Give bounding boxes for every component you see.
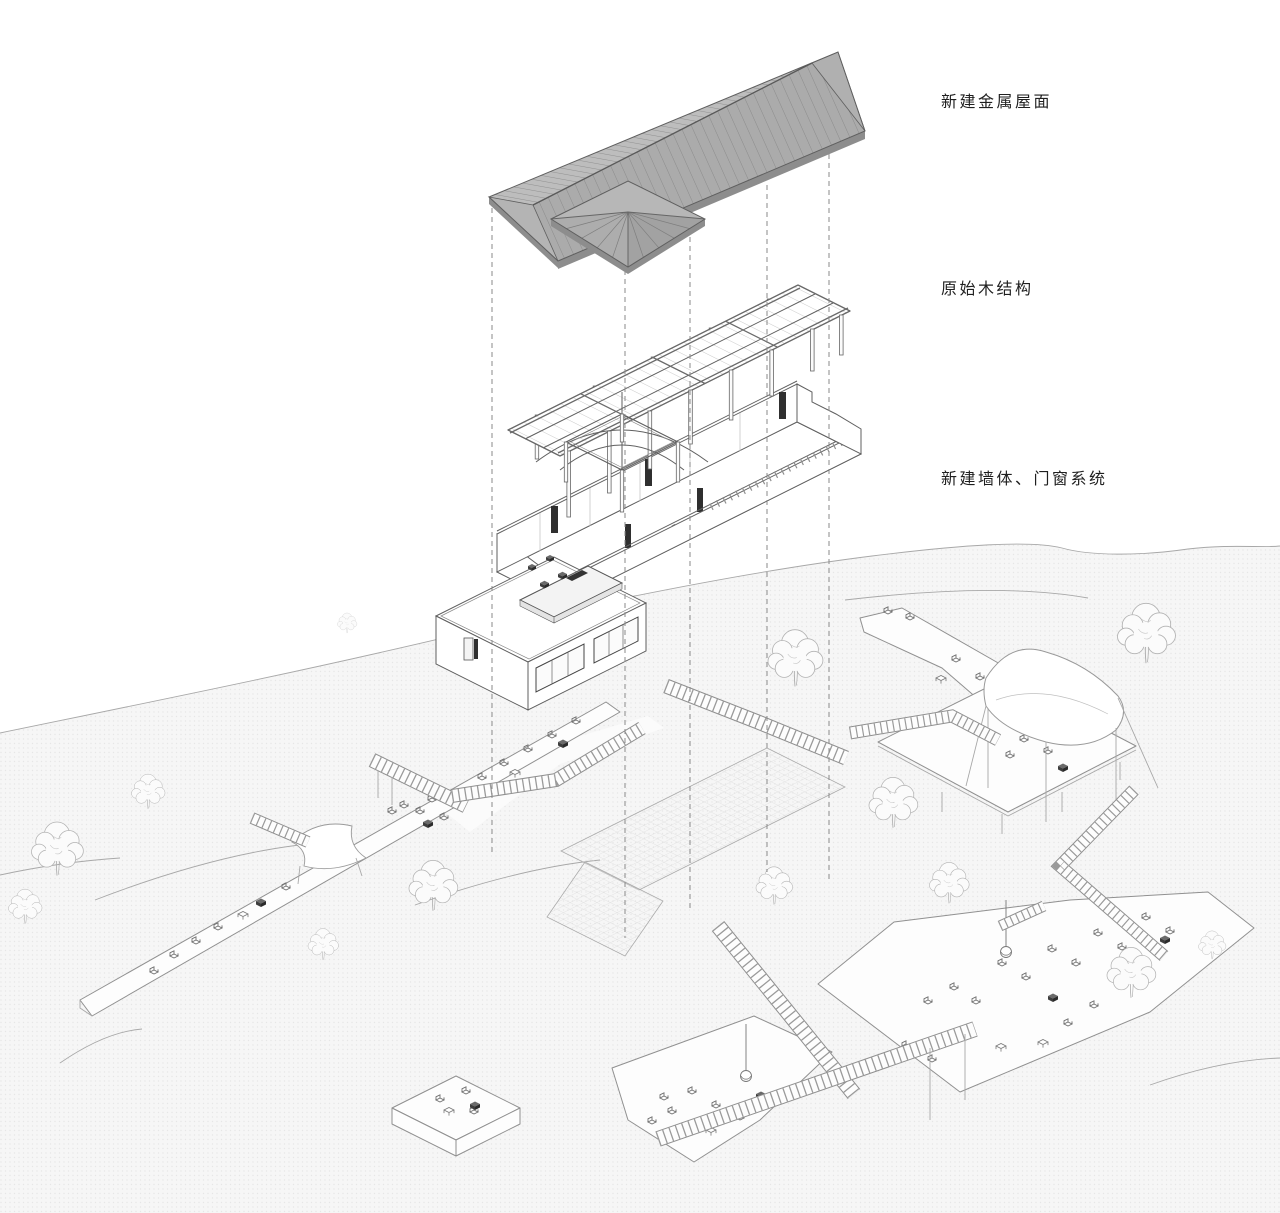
side-door	[463, 637, 478, 661]
small-tent-canopy	[291, 823, 367, 870]
walls-level	[434, 380, 863, 711]
metal-roof	[487, 51, 866, 274]
door-panels	[551, 392, 786, 548]
stair-building-east	[663, 679, 849, 765]
grinder-row-icon	[566, 570, 588, 581]
stair-terrace-edge	[997, 900, 1047, 932]
stair-right-zigzag	[1050, 785, 1169, 961]
label-metal-roof: 新建金属屋面	[941, 94, 1053, 111]
boardwalk-bottom	[655, 1021, 978, 1147]
label-walls-doors-windows: 新建墙体、门窗系统	[941, 471, 1108, 488]
pyramid-roof	[549, 180, 707, 274]
timber-frame	[506, 284, 852, 518]
stair-left-boardwalk	[368, 753, 470, 813]
stairs-and-boardwalks	[249, 679, 1169, 1147]
stair-to-right-deck	[848, 709, 1002, 746]
stair-center-long	[711, 920, 861, 1100]
wing-volume	[434, 555, 648, 711]
building-footprint-hatch	[546, 747, 846, 957]
projection-lines	[491, 145, 830, 938]
small-platform	[391, 1075, 521, 1157]
stair-to-building	[450, 722, 646, 803]
tree-icon	[337, 612, 358, 634]
terrain-silhouette	[0, 543, 1280, 734]
bar-counter	[518, 555, 624, 624]
stair-near-tent	[249, 812, 311, 848]
label-timber-structure: 原始木结构	[941, 281, 1034, 298]
window	[535, 616, 639, 693]
pavilion-frame	[535, 392, 709, 513]
contour-lines	[0, 590, 1280, 1086]
bottom-middle-terrace	[611, 1015, 833, 1163]
